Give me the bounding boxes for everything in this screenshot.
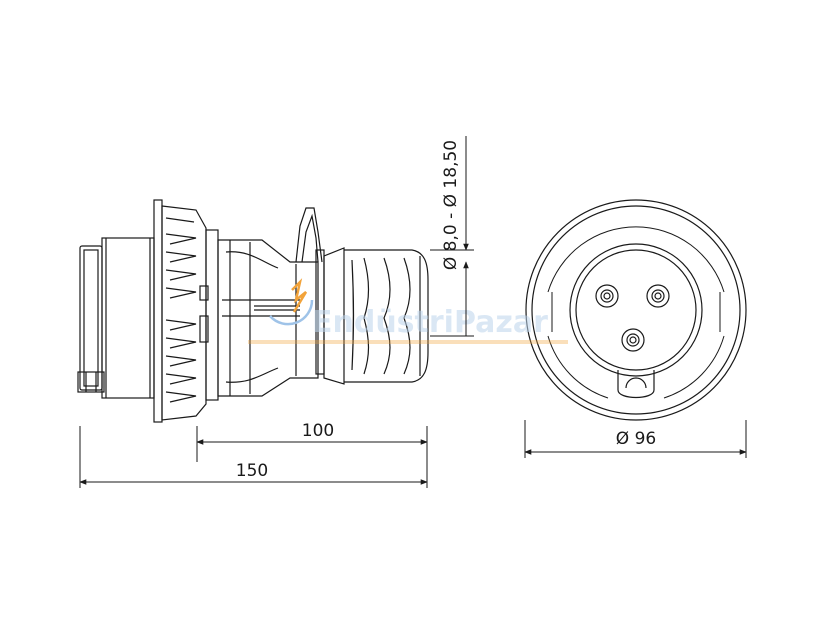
watermark: EndüstriPazar <box>248 278 568 344</box>
dim-label-cable-range: Ø 8,0 - Ø 18,50 <box>441 140 461 270</box>
dim-label-diameter-96: Ø 96 <box>616 429 656 449</box>
swirl-icon <box>269 299 314 326</box>
front-view <box>525 199 747 421</box>
watermark-text: EndüstriPazar <box>312 305 548 340</box>
side-view <box>77 199 429 423</box>
front-key-notch <box>617 370 655 399</box>
lightning-bolt-icon <box>291 278 308 313</box>
plug-pin-housing <box>77 237 155 399</box>
plug-body <box>205 229 319 401</box>
front-contact-pins <box>595 284 670 352</box>
dim-label-150: 150 <box>236 461 268 481</box>
plug-latch <box>295 207 323 263</box>
cable-gland <box>323 247 429 385</box>
dimension-lines <box>79 136 747 488</box>
dim-label-100: 100 <box>302 421 334 441</box>
watermark-underline <box>248 340 568 344</box>
plug-flange <box>153 199 209 423</box>
front-outer-ring <box>525 199 747 421</box>
front-contact-face <box>569 243 703 377</box>
